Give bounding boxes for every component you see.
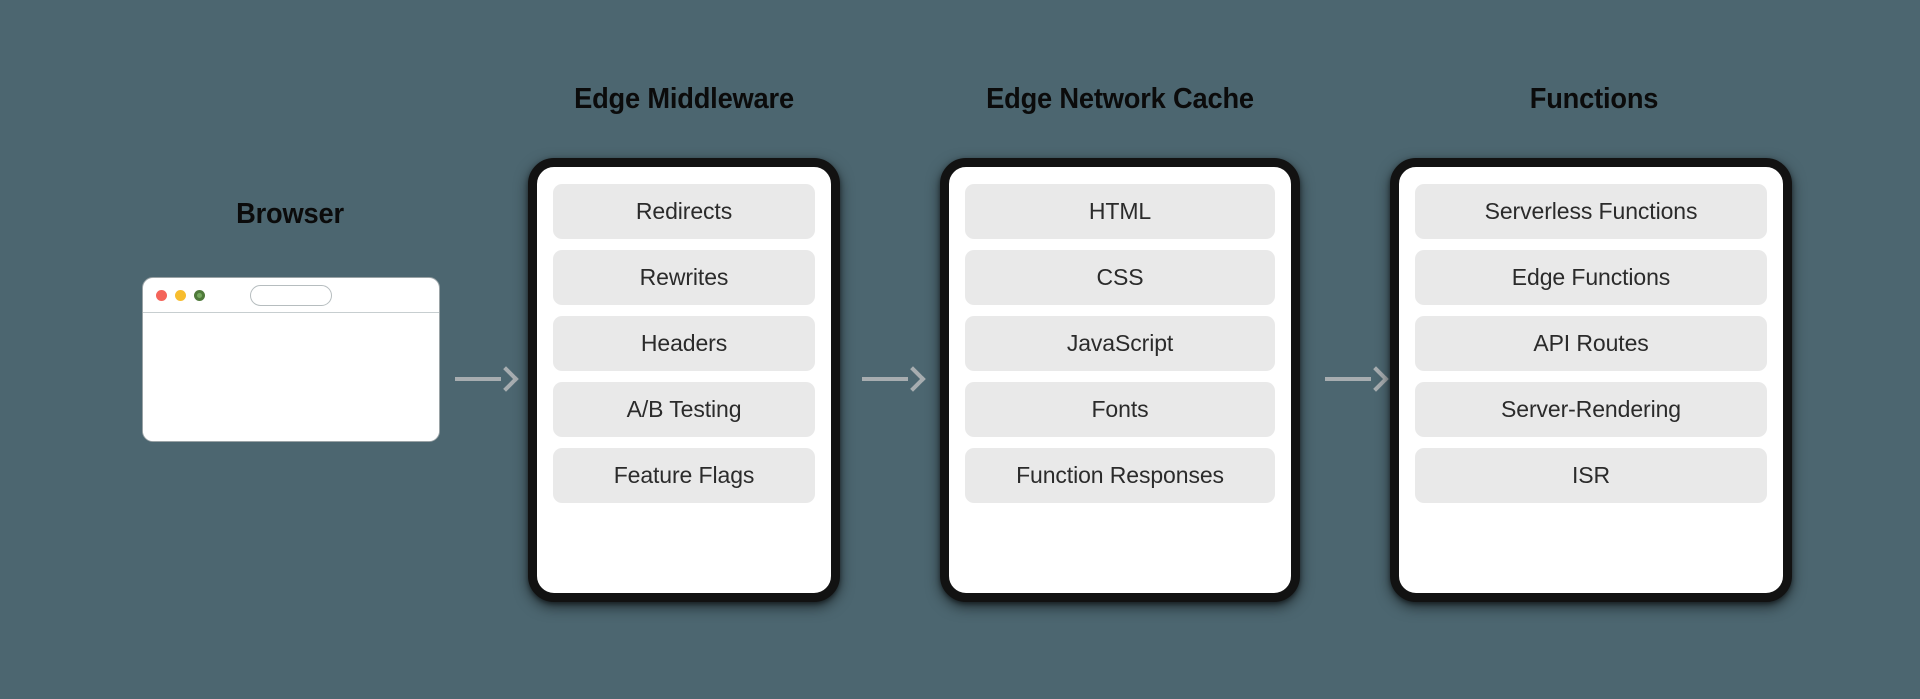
card-item[interactable]: Fonts bbox=[965, 382, 1275, 437]
arrow-browser-to-middleware bbox=[455, 366, 519, 392]
traffic-light-minimize-icon bbox=[175, 289, 186, 301]
arrow-cache-to-functions bbox=[1325, 366, 1389, 392]
card-item[interactable]: Headers bbox=[553, 316, 815, 371]
card-item[interactable]: ISR bbox=[1415, 448, 1767, 503]
card-item[interactable]: HTML bbox=[965, 184, 1275, 239]
browser-window-mock bbox=[142, 277, 440, 442]
card-item[interactable]: Feature Flags bbox=[553, 448, 815, 503]
card-item[interactable]: JavaScript bbox=[965, 316, 1275, 371]
card-item[interactable]: Rewrites bbox=[553, 250, 815, 305]
traffic-light-close-icon bbox=[156, 289, 167, 301]
arrow-shaft bbox=[1325, 377, 1371, 381]
stage-title-browser: Browser bbox=[236, 198, 344, 230]
stage-title-functions: Functions bbox=[1529, 83, 1659, 115]
arrow-shaft bbox=[862, 377, 908, 381]
arrow-head-icon bbox=[900, 366, 926, 392]
browser-chrome-bar bbox=[143, 278, 439, 313]
traffic-light-maximize-icon bbox=[194, 289, 205, 301]
card-functions: Serverless Functions Edge Functions API … bbox=[1390, 158, 1792, 602]
card-item[interactable]: API Routes bbox=[1415, 316, 1767, 371]
card-edge-network-cache: HTML CSS JavaScript Fonts Function Respo… bbox=[940, 158, 1300, 602]
card-item[interactable]: Serverless Functions bbox=[1415, 184, 1767, 239]
arrow-head-icon bbox=[493, 366, 519, 392]
stage-title-edge-middleware: Edge Middleware bbox=[574, 83, 794, 115]
browser-address-bar[interactable] bbox=[250, 284, 332, 306]
card-item[interactable]: Server-Rendering bbox=[1415, 382, 1767, 437]
arrow-shaft bbox=[455, 377, 501, 381]
arrow-middleware-to-cache bbox=[862, 366, 926, 392]
arrow-head-icon bbox=[1363, 366, 1389, 392]
card-item[interactable]: Edge Functions bbox=[1415, 250, 1767, 305]
card-edge-middleware: Redirects Rewrites Headers A/B Testing F… bbox=[528, 158, 840, 602]
card-item[interactable]: Redirects bbox=[553, 184, 815, 239]
card-item[interactable]: Function Responses bbox=[965, 448, 1275, 503]
card-item[interactable]: CSS bbox=[965, 250, 1275, 305]
browser-viewport bbox=[143, 313, 439, 441]
traffic-lights-group bbox=[156, 289, 205, 301]
stage-title-edge-network-cache: Edge Network Cache bbox=[986, 83, 1254, 115]
card-item[interactable]: A/B Testing bbox=[553, 382, 815, 437]
